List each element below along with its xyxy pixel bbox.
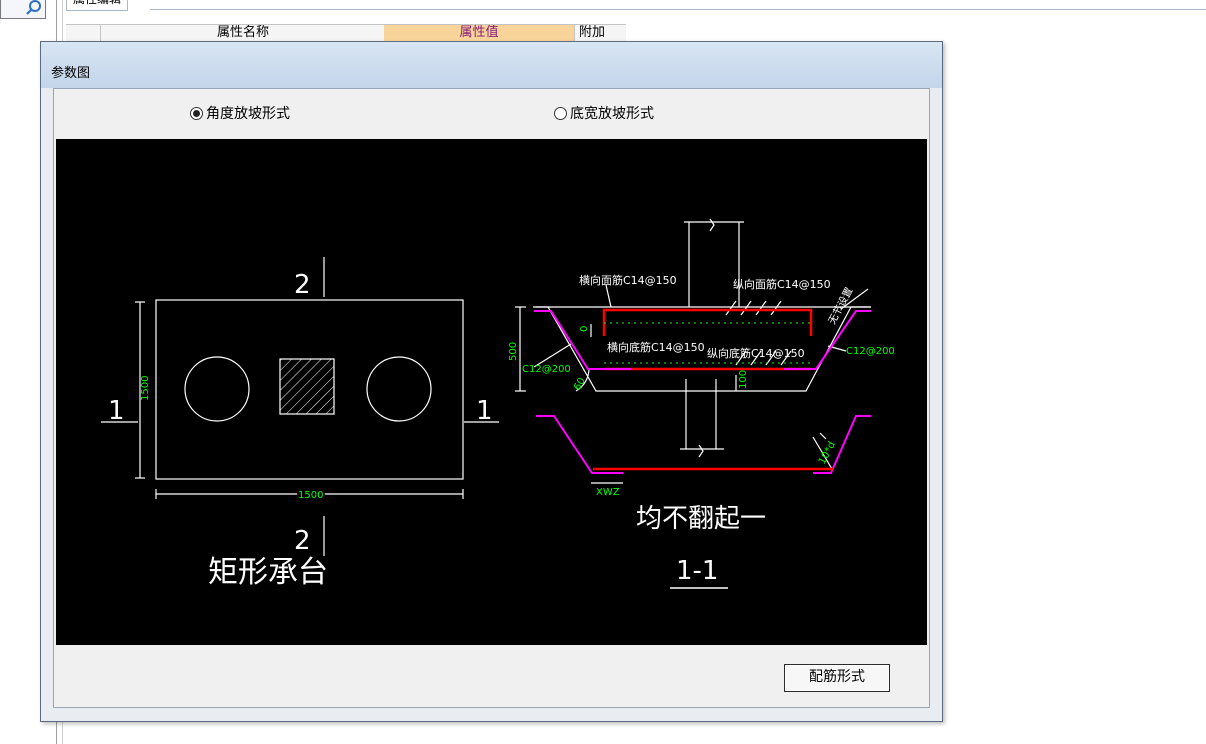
label-top-longitudinal: 纵向面筋C14@150 [733, 277, 831, 291]
section-mark-2-top: 2 [294, 270, 311, 300]
plan-labels: 2 2 1 1 矩形承台 [108, 270, 493, 590]
column-header-property-value[interactable]: 属性值 [384, 25, 574, 43]
column-header-extra[interactable]: 附加 [574, 25, 629, 43]
section-mark-1-left: 1 [108, 396, 125, 426]
radio-width-slope[interactable]: 底宽放坡形式 [554, 103, 654, 123]
radio-icon [554, 106, 567, 120]
section-labels: 横向面筋C14@150 纵向面筋C14@150 横向底筋C14@150 纵向底筋… [579, 273, 855, 586]
pile-right [366, 356, 432, 422]
angle-arc [575, 368, 590, 392]
pile-left [184, 356, 250, 422]
label-side-left: C12@200 [522, 364, 571, 375]
search-box[interactable] [0, 0, 46, 19]
slope-mode-radio-group: 角度放坡形式 底宽放坡形式 [54, 89, 929, 139]
tab-strip-line [150, 9, 1206, 10]
section-note: 均不翻起一 [636, 504, 766, 534]
section-mark-1-right: 1 [476, 396, 493, 426]
dim-text-cover: 0 [579, 326, 590, 332]
section-caption: 1-1 [676, 556, 718, 586]
dim-text-height: 1500 [140, 376, 151, 401]
property-table-header: 属性名称 属性值 附加 [66, 24, 626, 43]
dim-text-width: 1500 [298, 490, 323, 501]
parameter-diagram-canvas: 2 2 1 1 矩形承台 1500 1500 [56, 139, 927, 645]
rebar-form-button[interactable]: 配筋形式 [784, 664, 890, 692]
parameter-diagram-dialog: 参数图 角度放坡形式 底宽放坡形式 [40, 41, 943, 722]
detail-magenta-right [813, 415, 871, 474]
dim-text-depth: 500 [508, 342, 519, 361]
label-bottom-transverse: 横向底筋C14@150 [607, 340, 705, 354]
radio-width-slope-label: 底宽放坡形式 [570, 106, 654, 122]
section-mark-2-bottom: 2 [294, 526, 311, 556]
break-mark-bottom [698, 444, 704, 458]
dialog-client-area: 角度放坡形式 底宽放坡形式 [53, 88, 930, 708]
dim-text-xwz: XWZ [596, 487, 620, 498]
magnifier-icon[interactable] [25, 0, 43, 17]
dialog-title: 参数图 [51, 66, 91, 81]
cad-drawing: 2 2 1 1 矩形承台 1500 1500 [101, 218, 895, 590]
label-side-note: 无节设置 [826, 285, 855, 326]
cap-outline [536, 306, 871, 392]
label-side-right: C12@200 [846, 346, 895, 357]
dialog-titlebar[interactable]: 参数图 [41, 42, 942, 88]
rebar-side-left [534, 310, 631, 370]
column-header-property-name[interactable]: 属性名称 [100, 25, 385, 43]
rebar-side-right [784, 310, 871, 370]
radio-icon [190, 106, 203, 120]
dim-text-angle: 60 [572, 376, 588, 393]
tab-property-edit[interactable]: 属性编辑 [66, 0, 129, 11]
radio-angle-slope[interactable]: 角度放坡形式 [190, 103, 290, 123]
label-top-transverse: 横向面筋C14@150 [579, 273, 677, 287]
dim-text-bottom: 100 [738, 370, 749, 389]
label-bottom-longitudinal: 纵向底筋C14@150 [707, 346, 805, 360]
plan-dimensions: 1500 1500 [140, 376, 325, 503]
plan-view [101, 257, 499, 556]
plan-caption: 矩形承台 [208, 555, 328, 590]
radio-angle-slope-label: 角度放坡形式 [206, 106, 290, 122]
column-section [279, 358, 335, 415]
section-view [515, 218, 871, 484]
detail-magenta-left [536, 415, 623, 474]
pile-cap-outline [155, 299, 464, 480]
break-mark-top [709, 218, 715, 232]
